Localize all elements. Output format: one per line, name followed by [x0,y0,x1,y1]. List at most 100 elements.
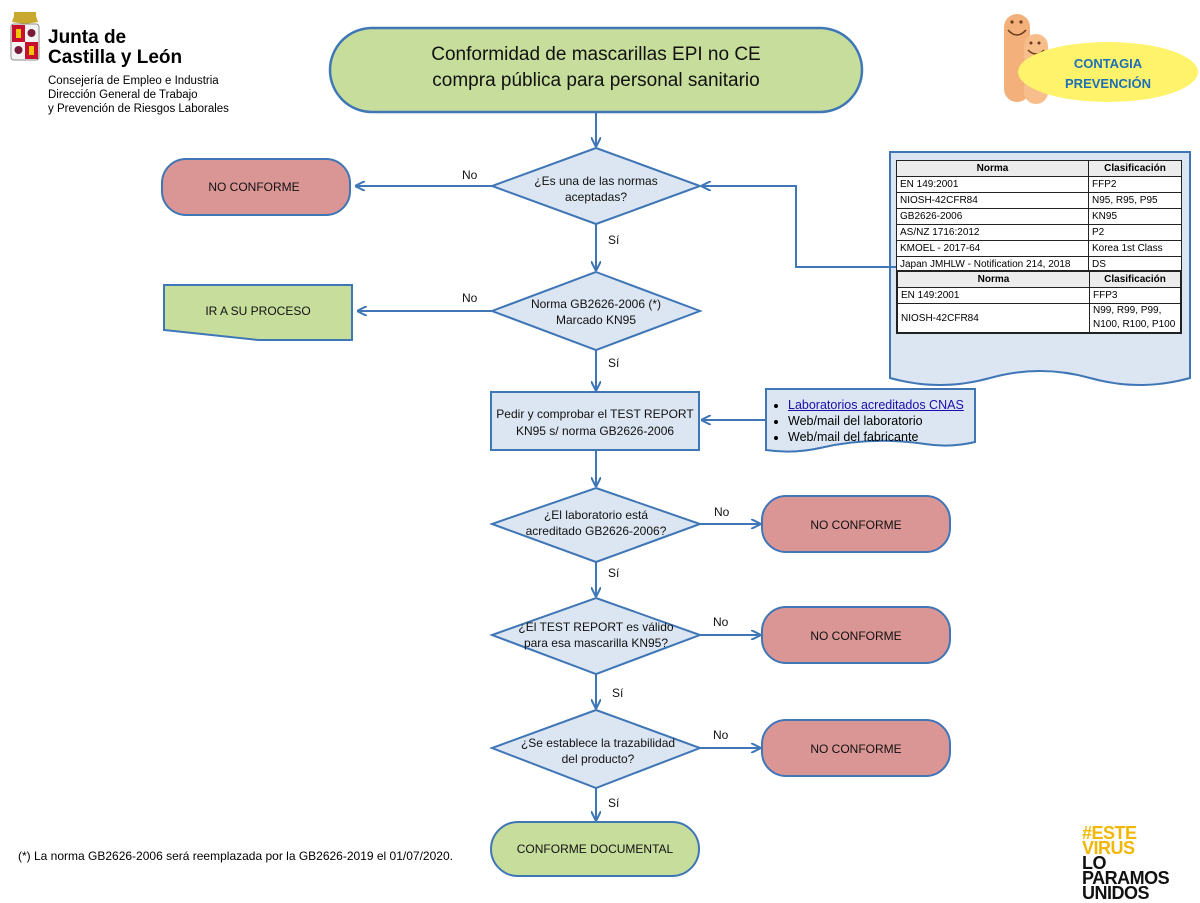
org-sub-line1: Consejería de Empleo e Industria [48,75,219,87]
decision1-line2: aceptadas? [565,190,627,204]
slogan-line4: PARAMOS [1082,868,1170,888]
title-box: Conformidad de mascarillas EPI no CE com… [328,26,864,114]
edge-labels: No Sí No Sí No Sí No Sí No Sí [462,168,730,810]
decision5-line2: del producto? [562,752,635,766]
decision1-line1: ¿Es una de las normas [534,174,657,188]
edge-no-4: No [713,615,729,629]
edge-si-2: Sí [608,356,620,370]
contagia-badge: CONTAGIA PREVENCIÓN [1004,14,1198,104]
slogan-line2: VIRUS [1082,838,1135,858]
decision2-line1: Norma GB2626-2006 (*) [531,297,661,311]
decision5-line1: ¿Se establece la trazabilidad [521,736,675,750]
table-cell: NIOSH-42CFR84 [896,192,1089,209]
slogan-line5: UNIDOS [1082,883,1150,903]
decision2-line2: Marcado KN95 [556,313,636,327]
test-report-line2: KN95 s/ norma GB2626-2006 [516,424,674,438]
org-name-line2: Castilla y León [48,47,183,68]
no-conforme-2-label: NO CONFORME [810,518,901,532]
edge-no-3: No [714,505,730,519]
badge-line1: CONTAGIA [1074,56,1143,71]
table1-header-row: Norma Clasificación [896,160,1182,177]
title-line2: compra pública para personal sanitario [432,70,759,91]
org-sub-line2: Dirección General de Trabajo [48,89,198,101]
decision4-line2: para esa mascarilla KN95? [524,636,668,650]
edge-si-3: Sí [608,566,620,580]
table-cell: EN 149:2001 [896,176,1089,193]
decision-norma-gb2626: Norma GB2626-2006 (*) Marcado KN95 [489,270,703,352]
no-conforme-1-label: NO CONFORME [208,180,299,194]
no-conforme-4-label: NO CONFORME [810,742,901,756]
decision-trazabilidad: ¿Se establece la trazabilidad del produc… [489,708,703,790]
conforme-documental-label: CONFORME DOCUMENTAL [517,842,674,856]
decision-normas-aceptadas: ¿Es una de las normas aceptadas? [489,146,703,226]
edge-no-5: No [713,728,729,742]
table2-header-clasificacion: Clasificación [1089,270,1182,288]
edge-si-5: Sí [608,796,620,810]
decision-test-report-valido: ¿El TEST REPORT es válido para esa masca… [489,596,703,676]
table-cell: EN 149:2001 [896,287,1090,304]
cnas-labs-link[interactable]: Laboratorios acreditados CNAS [788,398,964,412]
slogan-line1: #ESTE [1082,823,1137,843]
list-item: Web/mail del fabricante [788,429,970,445]
no-conforme-2: NO CONFORME [761,495,951,553]
table2-header-norma: Norma [896,270,1090,288]
coat-of-arms-icon [10,12,40,61]
table-cell: FFP3 [1089,287,1182,304]
edge-no-1: No [462,168,478,182]
org-brand: Junta de Castilla y León Consejería de E… [8,8,248,118]
table-cell: FFP2 [1088,176,1182,193]
decision3-line1: ¿El laboratorio está [544,508,648,522]
list-item: Laboratorios acreditados CNAS [788,397,970,413]
no-conforme-3: NO CONFORME [761,606,951,664]
test-report-line1: Pedir y comprobar el TEST REPORT [496,407,694,421]
decision4-line1: ¿El TEST REPORT es válido [518,620,673,634]
slogan-line3: LO [1082,853,1107,873]
footnote: (*) La norma GB2626-2006 será reemplazad… [18,849,453,863]
table-cell: KMOEL - 2017-64 [896,240,1089,257]
campaign-slogan: #ESTE VIRUS LO PARAMOS UNIDOS [1082,823,1182,903]
table-cell: N95, R95, P95 [1088,192,1182,209]
edge-si-4: Sí [612,686,624,700]
badge-ellipse [1018,42,1198,102]
org-name-line1: Junta de [48,27,127,48]
arrow-table-d1 [702,186,896,268]
title-line1: Conformidad de mascarillas EPI no CE [431,44,760,65]
table-cell: P2 [1088,224,1182,241]
table-cell: AS/NZ 1716:2012 [896,224,1089,241]
table1-header-clasificacion: Clasificación [1088,160,1182,177]
ir-a-su-proceso-label: IR A SU PROCESO [205,304,310,318]
table-cell: N99, R99, P99, N100, R100, P100 [1089,303,1182,334]
no-conforme-1: NO CONFORME [161,158,351,216]
edge-si-1: Sí [608,233,620,247]
process-test-report: Pedir y comprobar el TEST REPORT KN95 s/… [490,391,700,451]
list-item: Web/mail del laboratorio [788,413,970,429]
table2-header-row: Norma Clasificación [896,270,1182,288]
connectors [356,112,896,820]
no-conforme-4: NO CONFORME [761,719,951,777]
table1-header-norma: Norma [896,160,1089,177]
badge-line2: PREVENCIÓN [1065,76,1151,91]
edge-no-2: No [462,291,478,305]
table-cell: GB2626-2006 [896,208,1089,225]
table-cell: Korea 1st Class [1088,240,1182,257]
sources-document [765,388,976,453]
conforme-documental: CONFORME DOCUMENTAL [490,821,700,877]
table-cell: NIOSH-42CFR84 [896,303,1090,334]
org-sub-line3: y Prevención de Riesgos Laborales [48,103,229,115]
sources-list: Laboratorios acreditados CNAS Web/mail d… [770,397,970,445]
table-cell: KN95 [1088,208,1182,225]
decision3-line2: acreditado GB2626-2006? [526,524,667,538]
ir-a-su-proceso: IR A SU PROCESO [163,284,353,341]
decision-laboratorio: ¿El laboratorio está acreditado GB2626-2… [489,486,703,564]
